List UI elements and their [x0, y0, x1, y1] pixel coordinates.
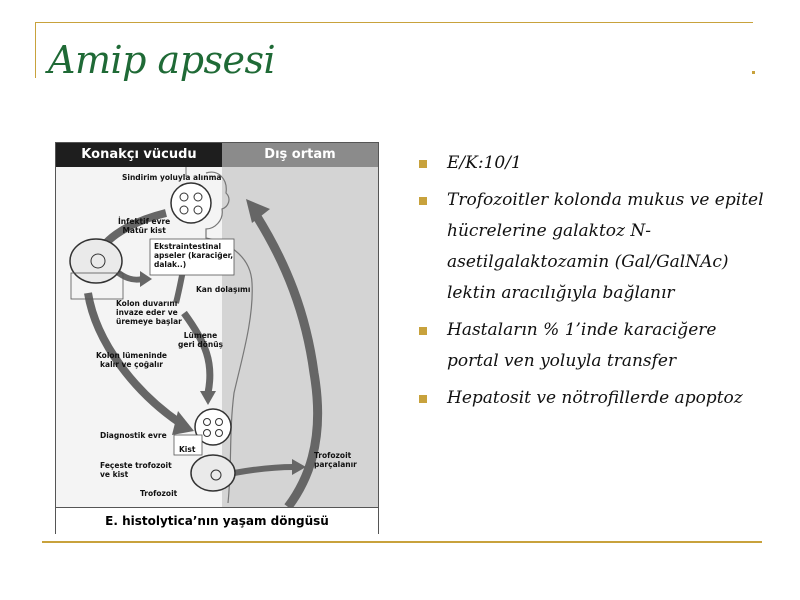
cyst-label: Kist [179, 445, 196, 454]
bullet-item: Hastaların % 1’inde karaciğere portal ve… [415, 315, 765, 377]
bullet-item: Hepatosit ve nötrofillerde apoptoz [415, 383, 765, 414]
stool-trophozoite-nucleus [210, 469, 222, 481]
extraintestinal-label: Ekstraintestinal apseler (karaciğer, dal… [154, 242, 234, 269]
square-bullet-icon [419, 197, 427, 205]
colon-invasion-label: Kolon duvarını invaze eder ve üremeye ba… [116, 299, 182, 326]
return-lumen-arrow [181, 310, 214, 394]
bullet-text: Hastaların % 1’inde karaciğere portal ve… [447, 320, 717, 371]
bullet-item: E/K:10/1 [415, 148, 765, 179]
frame-left-line [35, 22, 36, 78]
trophozoite-label: Trofozoit [140, 489, 178, 498]
bullet-item: Trofozoitler kolonda mukus ve epitel hüc… [415, 185, 765, 309]
cyst-nucleus-1 [179, 192, 189, 202]
bullet-text: Trofozoitler kolonda mukus ve epitel hüc… [447, 190, 764, 303]
frame-corner-dot [752, 71, 755, 74]
return-lumen-label: Lümene geri dönüş [178, 331, 223, 349]
diagnostic-cyst-drawing [194, 408, 232, 446]
square-bullet-icon [419, 160, 427, 168]
slide-title: Amip apsesi [48, 38, 276, 82]
bullet-text: E/K:10/1 [447, 153, 522, 173]
outside-header: Dış ortam [222, 143, 378, 167]
diag-nucleus-2 [215, 418, 223, 426]
frame-top-line [35, 22, 753, 23]
colon-lumen-label: Kolon lümeninde kalır ve çoğalır [96, 351, 168, 369]
square-bullet-icon [419, 327, 427, 335]
ingestion-label: Sindirim yoluyla alınma [122, 173, 222, 182]
disintegration-arrow [233, 464, 295, 476]
cyst-nucleus-4 [193, 205, 203, 215]
host-body-header: Konakçı vücudu [56, 143, 222, 167]
disintegration-label: Trofozoit parçalanır [314, 451, 357, 469]
trophozoite-nucleus [90, 253, 106, 269]
trophozoite-drawing [69, 238, 123, 284]
extraintestinal-box [149, 238, 235, 276]
diag-nucleus-1 [203, 418, 211, 426]
square-bullet-icon [419, 395, 427, 403]
lumen-arrow [84, 292, 183, 427]
kist-box [173, 434, 203, 456]
colon-box [70, 272, 124, 300]
bullet-list: E/K:10/1 Trofozoitler kolonda mukus ve e… [415, 148, 765, 420]
invasion-arrowhead [140, 271, 152, 287]
outside-area [222, 167, 378, 507]
disintegration-arrowhead [292, 459, 306, 475]
bottom-rule [42, 541, 762, 543]
cyst-nucleus-3 [179, 205, 189, 215]
cyst-nucleus-2 [193, 192, 203, 202]
life-cycle-diagram: Konakçı vücudu Dış ortam Sindirim yoluyl… [55, 142, 379, 534]
diag-nucleus-4 [215, 429, 223, 437]
mature-cyst-drawing [170, 182, 212, 224]
lumen-arrowhead [172, 411, 194, 435]
diag-nucleus-3 [203, 429, 211, 437]
outside-return-arrow [252, 212, 323, 510]
infective-stage-label: İnfektif evre Matür kist [118, 217, 171, 235]
return-lumen-arrowhead [200, 391, 216, 405]
stool-label: Feçeste trofozoit ve kist [100, 461, 172, 479]
diagram-caption: E. histolytica’nın yaşam döngüsü [56, 507, 378, 534]
bullet-text: Hepatosit ve nötrofillerde apoptoz [447, 388, 743, 408]
diagram-drawing [56, 167, 378, 510]
blood-circulation-label: Kan dolaşımı [196, 285, 251, 294]
stool-trophozoite-drawing [190, 454, 236, 492]
diagnostic-stage-label: Diagnostik evre [100, 431, 167, 440]
outside-return-arrowhead [246, 199, 270, 223]
